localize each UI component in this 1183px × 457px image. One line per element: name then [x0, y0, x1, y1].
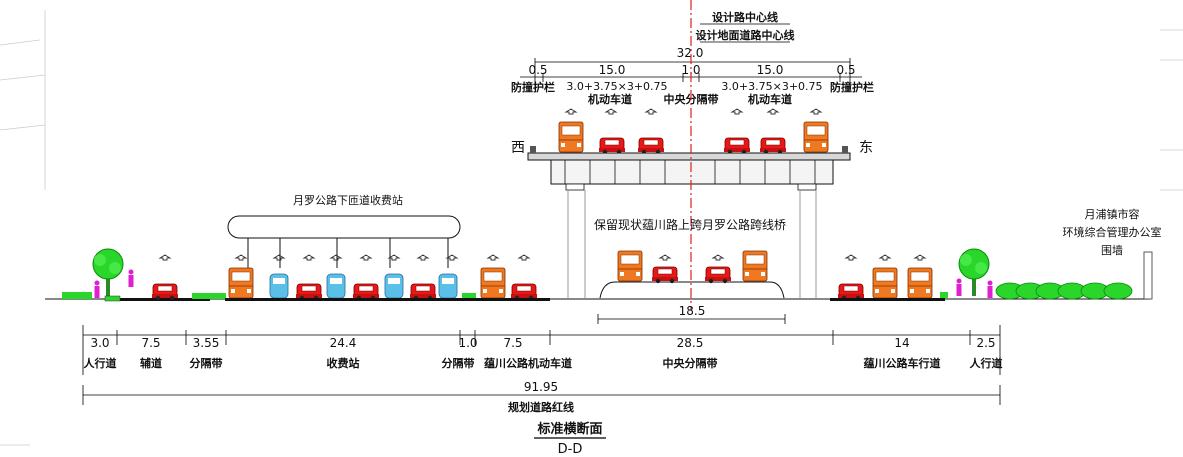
seg-name-2: 分隔带 [190, 356, 223, 370]
elevated-road-section: 设计路中心线 设计地面道路中心线 32.0 0.5 15.0 1.0 15.0 … [511, 10, 874, 191]
seg-value-7: 14 [894, 336, 909, 350]
centerline-design-label: 设计路中心线 [712, 10, 778, 24]
red-line-label: 规划道路红线 [508, 400, 574, 414]
bottom-dimensions [82, 325, 1001, 405]
bottom-dim-labels: 3.0 人行道 7.5 辅道 3.55 分隔带 24.4 收费站 1.0 分隔带… [84, 336, 1003, 457]
seg-name-1: 辅道 [140, 356, 162, 370]
ground-level-section: 月罗公路下匝道收费站 保留现状蕴川路上跨月罗公路跨线桥 [45, 193, 1162, 324]
section-label: D-D [558, 442, 583, 457]
bridge-piers [567, 190, 817, 298]
seg-name-8: 人行道 [970, 356, 1003, 370]
bridge-deck [527, 146, 851, 191]
seg-name-6: 中央分隔带 [663, 356, 718, 370]
toll-canopy [227, 215, 461, 239]
office-label-2: 环境综合管理办公室 [1063, 225, 1162, 239]
dim-lanes-right: 15.0 [757, 63, 784, 77]
seg-value-3: 24.4 [330, 336, 357, 350]
seg-value-1: 7.5 [141, 336, 160, 350]
seg-value-4: 1.0 [458, 336, 477, 350]
dim-lanes-left: 15.0 [599, 63, 626, 77]
seg-value-2: 3.55 [193, 336, 220, 350]
office-label-3: 围墙 [1101, 243, 1123, 257]
bridge-width-label: 18.5 [679, 304, 706, 318]
barrier-left-label: 防撞护栏 [511, 80, 555, 94]
toll-station-label: 月罗公路下匝道收费站 [293, 193, 403, 207]
lane-right-label: 机动车道 [748, 92, 792, 106]
seg-name-4: 分隔带 [442, 356, 475, 370]
seg-value-5: 7.5 [503, 336, 522, 350]
barrier-right-label: 防撞护栏 [830, 80, 874, 94]
total-width-dim: 32.0 [677, 46, 704, 60]
dim-median: 1.0 [681, 63, 700, 77]
seg-name-0: 人行道 [84, 356, 117, 370]
seg-value-8: 2.5 [976, 336, 995, 350]
dim-barrier-right: 0.5 [836, 63, 855, 77]
drawing-title: 标准横断面 [536, 421, 602, 437]
dim-barrier-left: 0.5 [528, 63, 547, 77]
seg-value-0: 3.0 [90, 336, 109, 350]
centerline-ground-label: 设计地面道路中心线 [696, 28, 795, 42]
seg-name-5: 蕴川公路机动车道 [484, 356, 572, 370]
seg-value-6: 28.5 [677, 336, 704, 350]
east-label: 东 [859, 140, 873, 156]
formula-left: 3.0+3.75×3+0.75 [566, 80, 667, 93]
seg-name-3: 收费站 [327, 356, 360, 370]
lane-left-label: 机动车道 [588, 92, 632, 106]
boundary-wall [1143, 251, 1153, 300]
formula-right: 3.0+3.75×3+0.75 [721, 80, 822, 93]
seg-name-7: 蕴川公路车行道 [864, 356, 941, 370]
west-label: 西 [511, 140, 525, 156]
background-sketch [0, 10, 1183, 446]
keep-bridge-label: 保留现状蕴川路上跨月罗公路跨线桥 [594, 217, 786, 232]
total-width: 91.95 [524, 380, 558, 394]
office-label-1: 月浦镇市容 [1085, 207, 1140, 221]
